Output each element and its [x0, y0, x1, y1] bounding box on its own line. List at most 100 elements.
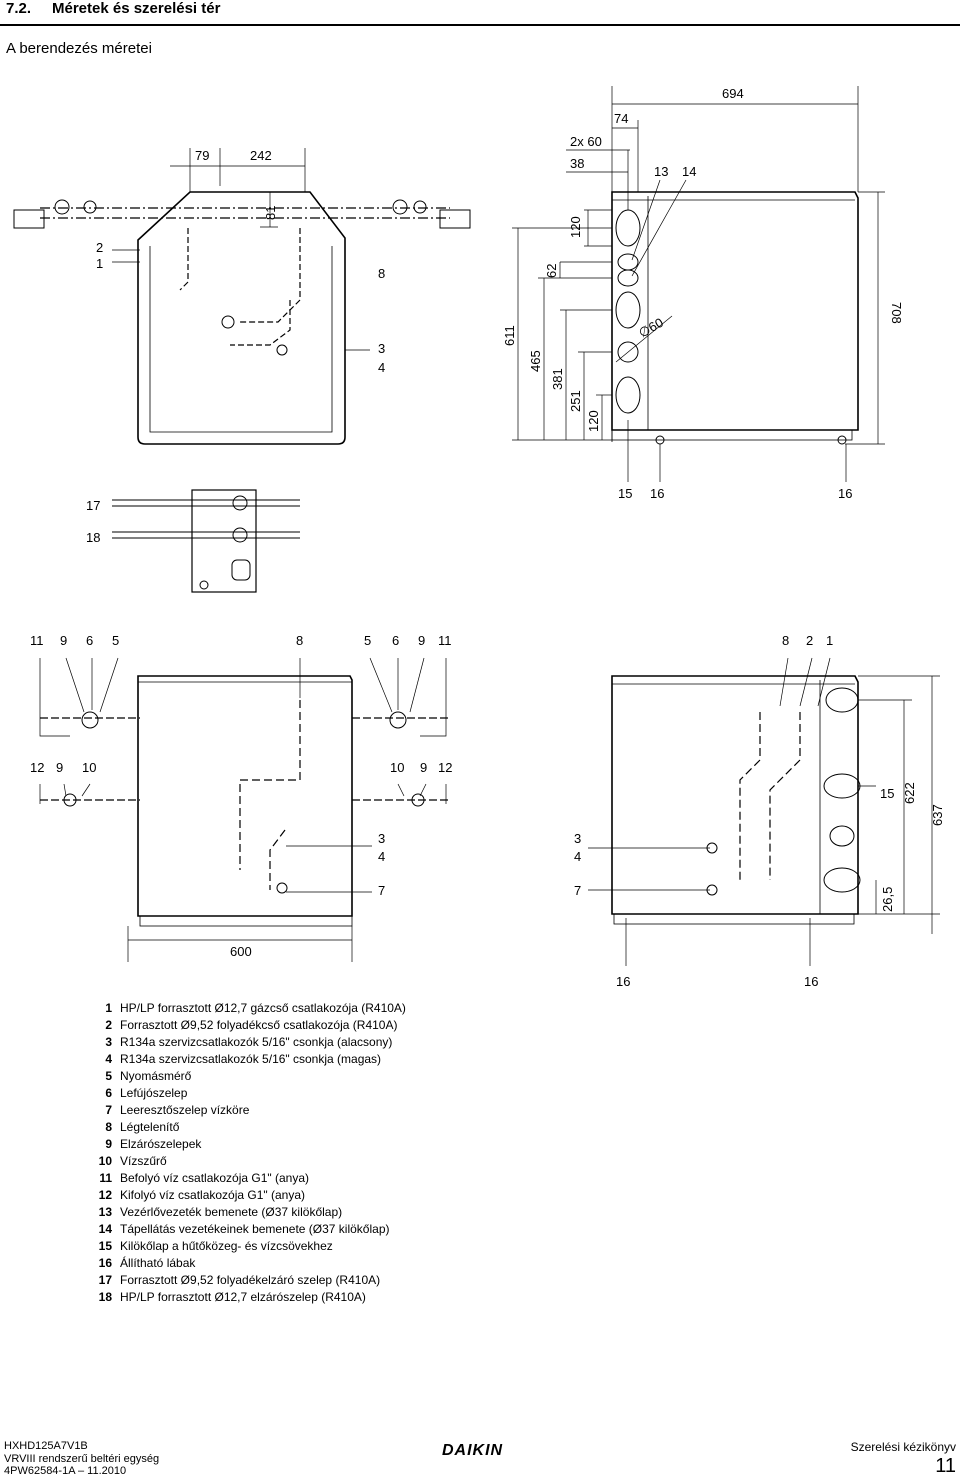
callout-2-top: 2: [96, 240, 103, 255]
callout-8-top: 8: [378, 266, 385, 281]
legend: 1 HP/LP forrasztott Ø12,7 gázcső csatlako…: [94, 1000, 406, 1306]
legend-item: 7 Leeresztőszelep vízköre: [94, 1102, 406, 1119]
legend-number: 2: [105, 1018, 112, 1032]
callout-9-right: 9: [418, 633, 425, 648]
legend-text: Leeresztőszelep vízköre: [120, 1103, 250, 1117]
legend-number: 11: [99, 1171, 112, 1185]
footer-model: HXHD125A7V1B: [4, 1440, 88, 1452]
callout-18: 18: [86, 530, 100, 545]
callout-3-top: 3: [378, 341, 385, 356]
legend-number: 6: [105, 1086, 112, 1100]
subsection-title: A berendezés méretei: [6, 40, 152, 57]
dim-611: 611: [502, 325, 517, 346]
callout-11-left: 11: [30, 633, 44, 648]
callout-10-right: 10: [390, 760, 404, 775]
callout-16-side-right: 16: [838, 486, 852, 501]
legend-number: 15: [98, 1239, 112, 1253]
legend-text: Forrasztott Ø9,52 folyadékelzáró szelep …: [120, 1273, 381, 1287]
dim-242: 242: [250, 148, 272, 163]
dim-465: 465: [528, 350, 543, 372]
callout-5-right: 5: [364, 633, 371, 648]
callout-8-right: 8: [782, 633, 789, 648]
legend-text: Kifolyó víz csatlakozója G1" (anya): [120, 1188, 306, 1202]
daikin-logo: DAIKIN: [442, 1442, 504, 1459]
valve-view-drawing: [112, 489, 300, 593]
callout-16-side-left: 16: [650, 486, 664, 501]
dim-2x60: 2x 60: [570, 134, 602, 149]
legend-number: 13: [98, 1205, 112, 1219]
legend-number: 8: [105, 1120, 112, 1134]
side-view-drawing: [512, 86, 885, 482]
callout-6-left: 6: [86, 633, 93, 648]
callout-8-front: 8: [296, 633, 303, 648]
callout-1-top: 1: [96, 256, 103, 271]
page-number: 11: [935, 1455, 956, 1477]
callout-12-right: 12: [438, 760, 452, 775]
legend-item: 1 HP/LP forrasztott Ø12,7 gázcső csatlako…: [94, 1000, 406, 1017]
callout-13: 13: [654, 164, 668, 179]
callout-15-right: 15: [880, 786, 894, 801]
callout-4-front: 4: [378, 849, 385, 864]
legend-number: 5: [105, 1069, 112, 1083]
dim-38: 38: [570, 156, 584, 171]
legend-text: Kilökőlap a hűtőközeg- és vízcsövekhez: [120, 1239, 333, 1253]
legend-text: Vízszűrő: [120, 1154, 167, 1168]
legend-text: Vezérlővezeték bemenete (Ø37 kilökőlap): [120, 1205, 343, 1219]
dimension-drawings: 79 242 81 2 1 8 3 4: [13, 86, 945, 989]
callout-2-right: 2: [806, 633, 813, 648]
callout-5-left: 5: [112, 633, 119, 648]
callout-9-left-row2: 9: [56, 760, 63, 775]
dim-600: 600: [230, 944, 252, 959]
dim-120-top: 120: [568, 216, 583, 238]
dim-diameter-60: ∅60: [636, 315, 666, 341]
dim-708: 708: [889, 302, 904, 324]
dim-26-5: 26,5: [880, 887, 895, 912]
legend-text: HP/LP forrasztott Ø12,7 gázcső csatlakoz…: [120, 1001, 406, 1015]
legend-number: 7: [105, 1103, 112, 1117]
dim-622: 622: [902, 782, 917, 804]
legend-number: 12: [98, 1188, 112, 1202]
callout-7-right: 7: [574, 883, 581, 898]
callout-16-right-right: 16: [804, 974, 818, 989]
legend-number: 18: [98, 1290, 112, 1304]
legend-number: 1: [105, 1001, 112, 1015]
footer-doc-id: 4PW62584-1A – 11.2010: [4, 1465, 127, 1477]
section-number: 7.2.: [6, 0, 32, 17]
header-rule: [0, 24, 960, 26]
dim-694: 694: [722, 86, 744, 101]
callout-10-left: 10: [82, 760, 96, 775]
legend-text: Lefújószelep: [120, 1086, 188, 1100]
callout-17: 17: [86, 498, 100, 513]
dim-79: 79: [195, 148, 209, 163]
callout-9-left: 9: [60, 633, 67, 648]
callout-3-right: 3: [574, 831, 581, 846]
legend-text: Forrasztott Ø9,52 folyadékcső csatlakozó…: [120, 1018, 398, 1032]
callout-12-left: 12: [30, 760, 44, 775]
section-title: Méretek és szerelési tér: [52, 0, 221, 17]
callout-14: 14: [682, 164, 696, 179]
legend-item: 15 Kilökőlap a hűtőközeg- és vízcsövekhez: [94, 1238, 406, 1255]
footer-manual: Szerelési kézikönyv: [850, 1440, 956, 1454]
callout-1-right: 1: [826, 633, 833, 648]
callout-11-right: 11: [438, 633, 452, 648]
callout-3-front: 3: [378, 831, 385, 846]
legend-number: 16: [98, 1256, 112, 1270]
legend-item: 12 Kifolyó víz csatlakozója G1" (anya): [94, 1187, 406, 1204]
legend-text: Tápellátás vezetékeinek bemenete (Ø37 ki…: [120, 1222, 390, 1236]
callout-7-front: 7: [378, 883, 385, 898]
legend-text: R134a szervizcsatlakozók 5/16" csonkja (…: [120, 1035, 393, 1049]
callout-4-right: 4: [574, 849, 581, 864]
front-view-drawing: [39, 657, 448, 962]
dim-637: 637: [930, 804, 945, 826]
